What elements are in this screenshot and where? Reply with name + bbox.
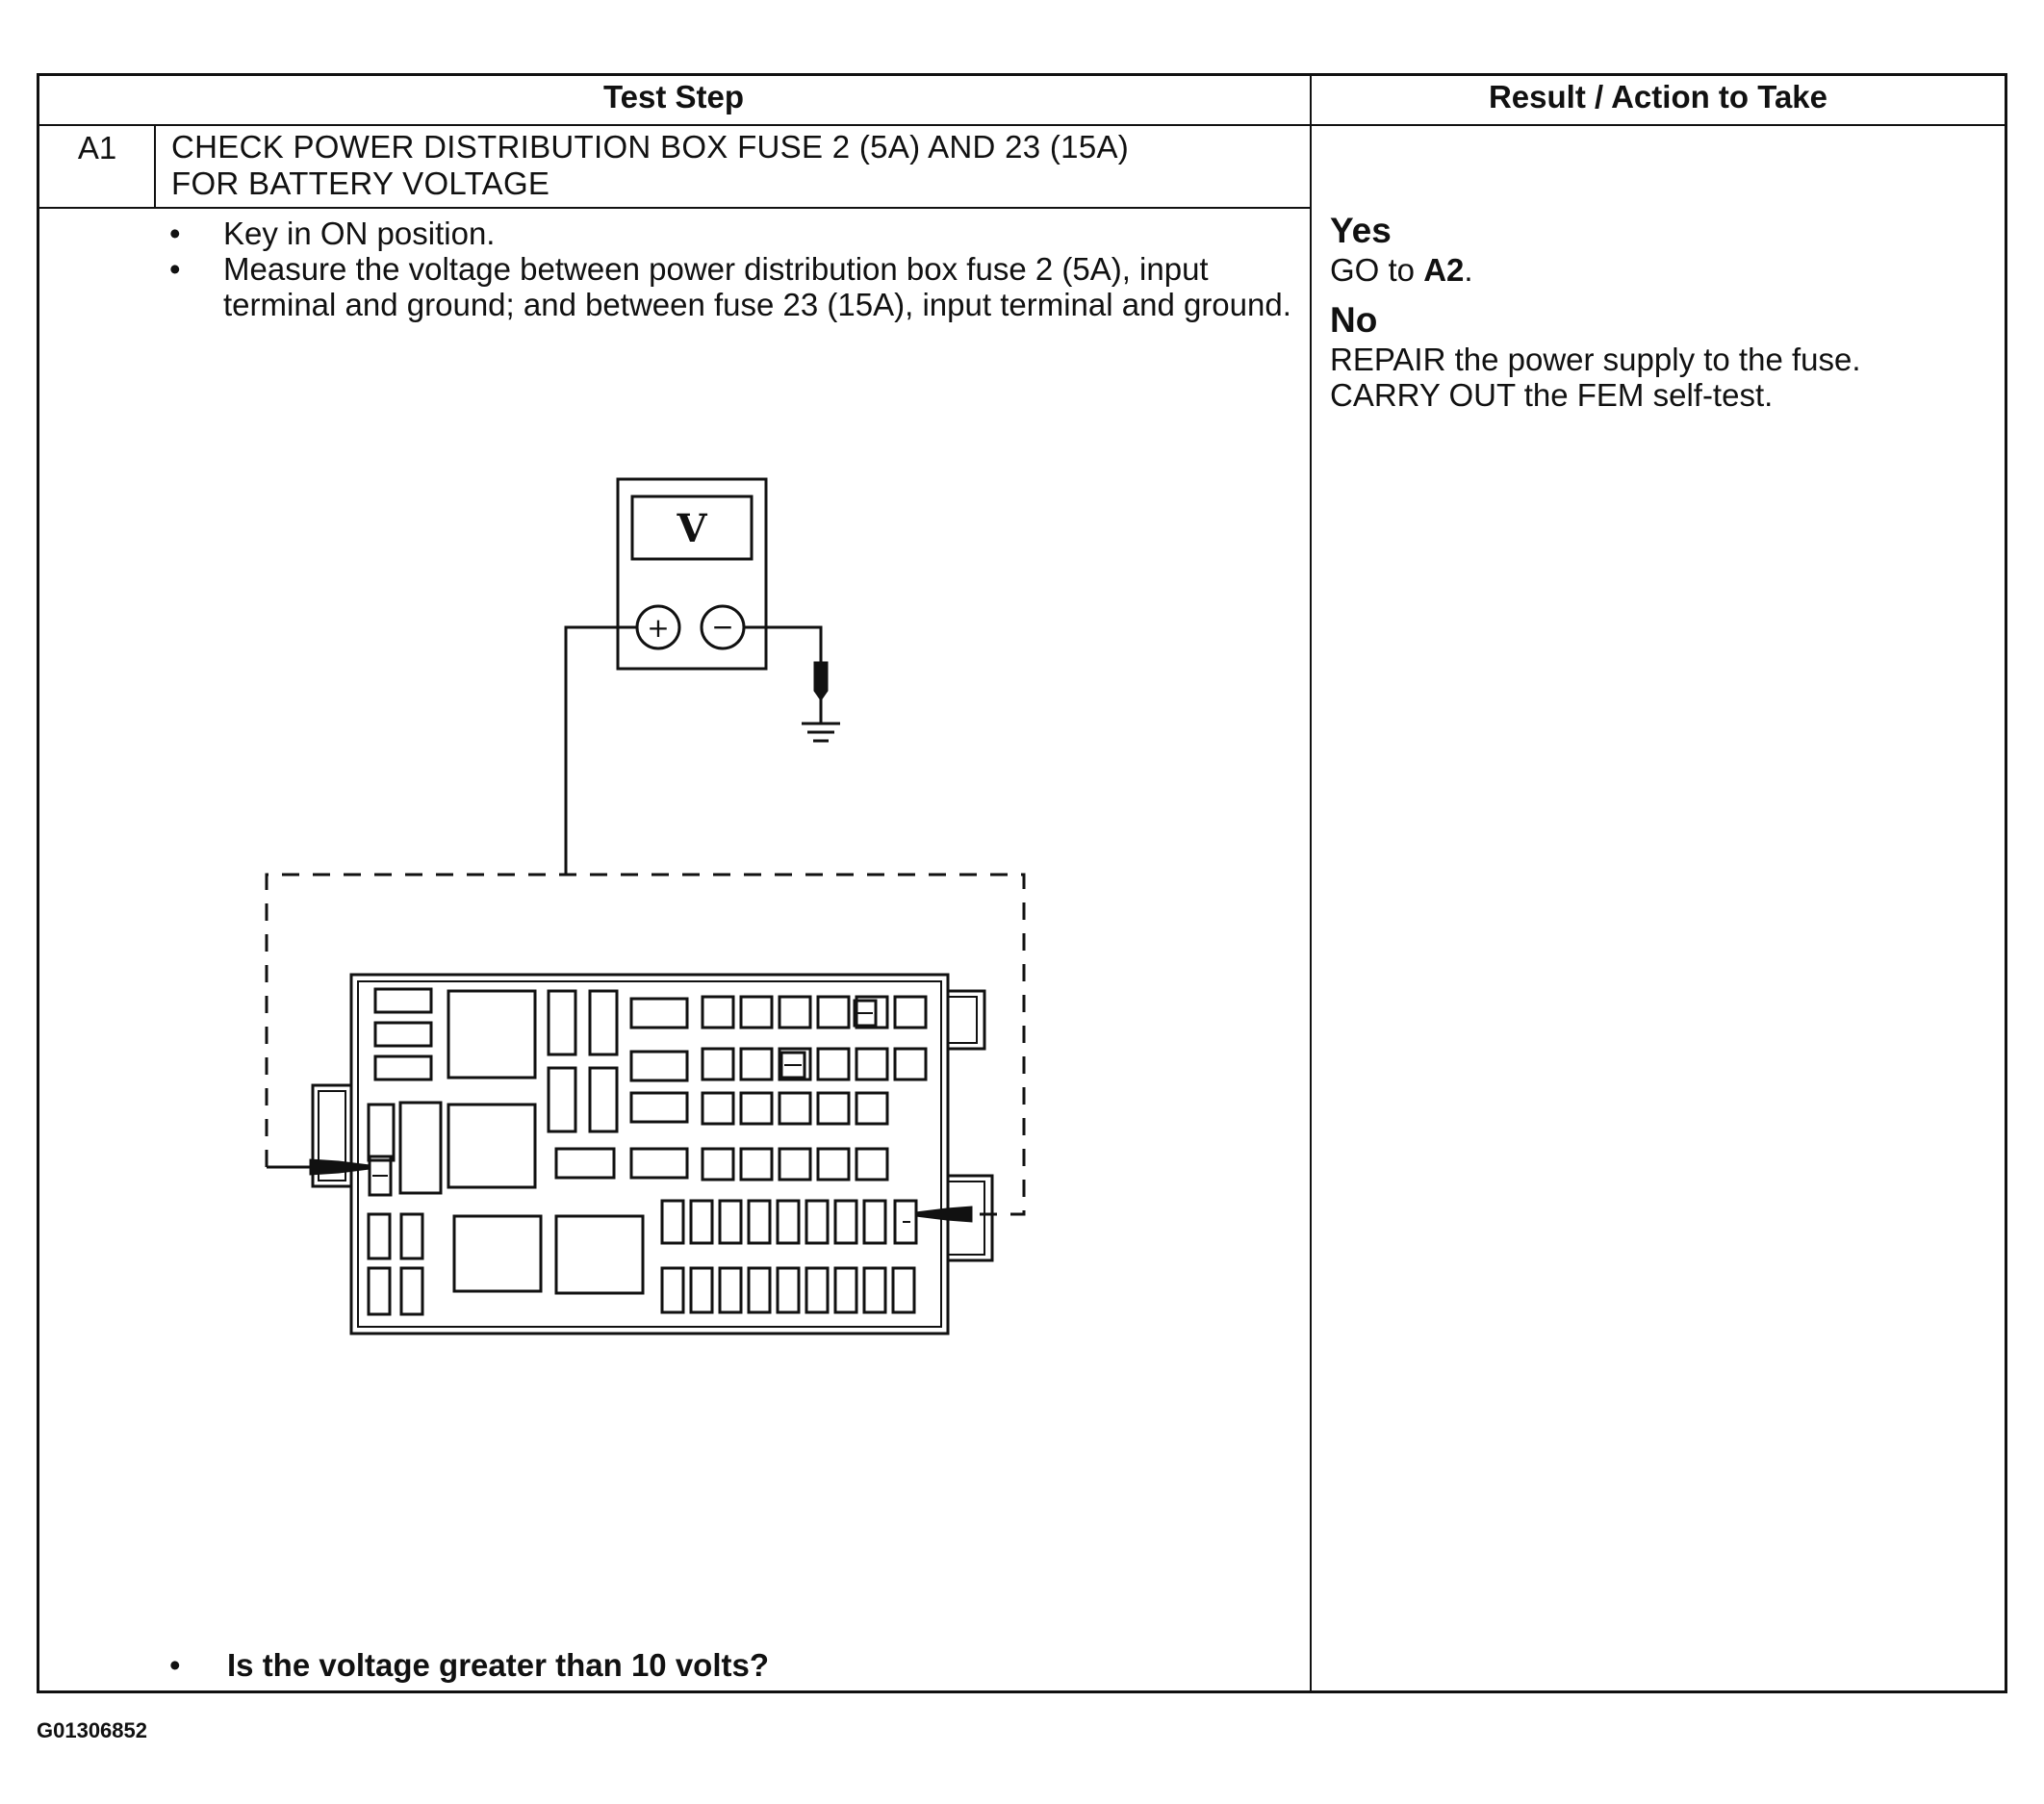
procedure-table	[37, 73, 2007, 1693]
header-test-step: Test Step	[602, 79, 745, 114]
step-id-divider	[154, 125, 156, 208]
large-relay	[447, 1103, 537, 1189]
result-no-action-1: REPAIR the power supply to the fuse.	[1330, 342, 1861, 377]
step-title-line	[37, 207, 1312, 209]
result-no-label: No	[1330, 300, 1378, 340]
instruction-list: Key in ON position. Measure the voltage …	[166, 216, 1301, 322]
instruction-item: Key in ON position.	[166, 216, 1301, 251]
voltmeter-v-label: V	[676, 506, 707, 551]
column-divider	[1310, 73, 1312, 1693]
voltmeter-body	[616, 477, 768, 671]
result-yes-suffix: .	[1464, 252, 1473, 288]
large-relay	[554, 1214, 645, 1295]
step-title: CHECK POWER DISTRIBUTION BOX FUSE 2 (5A)…	[171, 129, 1297, 202]
minus-symbol: −	[711, 611, 733, 643]
left-probe	[309, 1158, 370, 1176]
fuse-2-5a	[368, 1155, 393, 1197]
positive-lead-wire	[564, 625, 637, 875]
large-relay	[452, 1214, 543, 1293]
header-row-line	[37, 124, 2007, 126]
step-title-line-2: FOR BATTERY VOLTAGE	[171, 165, 550, 201]
header-result-action: Result / Action to Take	[1488, 79, 1828, 114]
ground-probe	[813, 661, 829, 701]
result-no-action-2: CARRY OUT the FEM self-test.	[1330, 377, 1774, 413]
right-connector-tab-top	[946, 989, 986, 1051]
plus-symbol: +	[647, 612, 669, 644]
result-yes-action: GO to A2.	[1330, 252, 1994, 288]
instruction-item: Measure the voltage between power distri…	[166, 251, 1301, 322]
question-text: Is the voltage greater than 10 volts?	[166, 1647, 769, 1684]
result-yes-label: Yes	[1330, 211, 1392, 250]
question-label: Is the voltage greater than 10 volts?	[227, 1647, 769, 1683]
voltmeter-display	[630, 495, 754, 561]
negative-lead-wire	[744, 625, 823, 662]
result-yes-prefix: GO to	[1330, 252, 1424, 288]
result-column: Yes GO to A2. No REPAIR the power supply…	[1330, 210, 1994, 413]
left-connector-tab	[311, 1083, 353, 1188]
step-id: A1	[77, 130, 117, 165]
right-probe	[915, 1206, 973, 1223]
result-yes-target: A2	[1423, 252, 1465, 288]
fuse-23-15a	[893, 1199, 918, 1245]
step-title-line-1: CHECK POWER DISTRIBUTION BOX FUSE 2 (5A)…	[171, 129, 1130, 165]
figure-id: G01306852	[37, 1718, 147, 1742]
dashed-lead-path	[265, 873, 1026, 1216]
large-relay	[447, 989, 537, 1080]
